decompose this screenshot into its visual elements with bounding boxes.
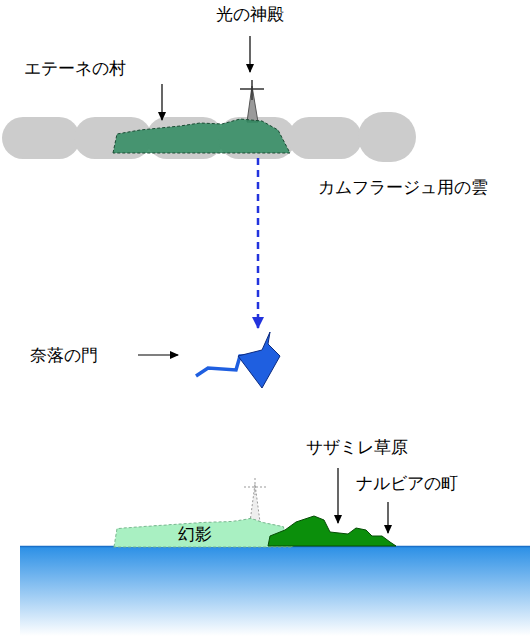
cloud-label: カムフラージュ用の雲 [318,177,488,197]
village-label: エテーネの村 [24,58,126,78]
cloud [2,112,416,162]
phantom-island: 幻影 [113,500,295,548]
floating-island [113,119,290,153]
sea [20,546,530,636]
descent-arrow [257,158,260,328]
gate-label: 奈落の門 [30,345,98,365]
grassland-label: サザミレ草原 [306,437,408,457]
island-name: 幻影 [178,524,212,544]
temple-label: 光の神殿 [216,4,284,24]
town-label: ナルビアの町 [356,473,458,493]
abyss-gate [238,332,280,388]
